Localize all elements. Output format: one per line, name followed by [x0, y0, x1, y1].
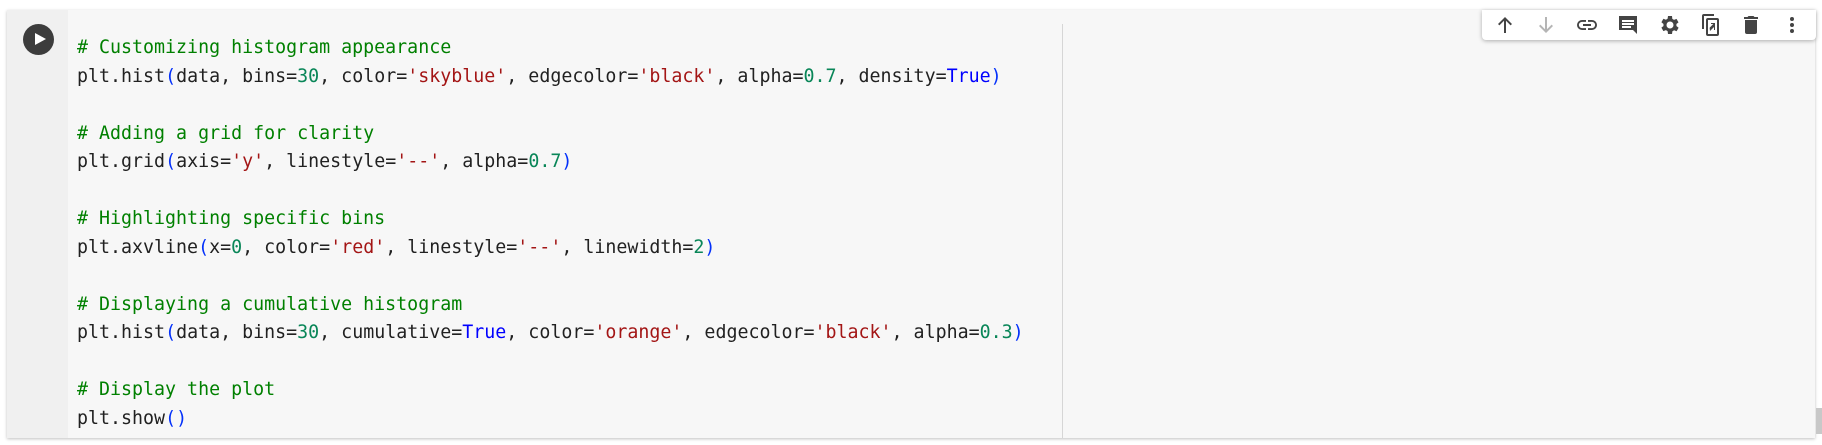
- code-line[interactable]: [77, 348, 1024, 377]
- code-token: , cumulative=: [319, 322, 463, 343]
- code-token: axis=: [176, 151, 232, 172]
- cell-toolbar: [1482, 10, 1816, 40]
- code-token: 'black': [814, 322, 892, 343]
- code-token: plt.hist: [77, 65, 166, 87]
- code-token: x=: [209, 236, 232, 258]
- code-line[interactable]: # Adding a grid for clarity: [77, 120, 1024, 149]
- code-token: 30: [297, 322, 320, 343]
- code-token: '--': [396, 151, 441, 172]
- code-token: (: [165, 151, 177, 172]
- code-token: , color=: [242, 236, 331, 258]
- mirror-cell-icon[interactable]: [1695, 10, 1725, 40]
- code-token: 0: [231, 236, 243, 258]
- code-line[interactable]: [77, 177, 1024, 206]
- code-line[interactable]: # Highlighting specific bins: [77, 205, 1024, 234]
- code-token: ): [561, 151, 573, 172]
- code-token: plt.axvline: [77, 236, 199, 258]
- code-token: data, bins=: [176, 322, 298, 343]
- code-token: 'black': [638, 65, 716, 87]
- code-line[interactable]: plt.hist(data, bins=30, color='skyblue',…: [77, 63, 1024, 92]
- code-token: (): [165, 407, 188, 429]
- code-token: 0.7: [803, 65, 837, 87]
- more-options-icon[interactable]: [1777, 10, 1807, 40]
- code-token: # Adding a grid for clarity: [77, 122, 375, 144]
- code-token: , edgecolor=: [506, 65, 639, 87]
- code-line[interactable]: [77, 91, 1024, 120]
- move-down-icon[interactable]: [1531, 10, 1561, 40]
- code-token: 2: [693, 236, 705, 258]
- code-token: , linestyle=: [385, 236, 518, 258]
- code-line[interactable]: # Display the plot: [77, 376, 1024, 405]
- code-token: , color=: [319, 65, 408, 87]
- delete-icon[interactable]: [1736, 10, 1766, 40]
- code-token: plt.grid: [77, 151, 166, 172]
- code-token: , color=: [506, 322, 595, 343]
- settings-icon[interactable]: [1654, 10, 1684, 40]
- code-token: True: [462, 322, 507, 343]
- code-line[interactable]: plt.axvline(x=0, color='red', linestyle=…: [77, 234, 1024, 263]
- code-token: # Displaying a cumulative histogram: [77, 293, 463, 315]
- code-token: 0.3: [979, 322, 1013, 343]
- code-token: , density=: [836, 65, 947, 87]
- code-token: # Customizing histogram appearance: [77, 37, 452, 58]
- code-token: 0.7: [528, 151, 562, 172]
- code-editor[interactable]: [68, 10, 1815, 438]
- code-token: , linewidth=: [561, 236, 694, 258]
- move-up-icon[interactable]: [1490, 10, 1520, 40]
- code-line[interactable]: plt.grid(axis='y', linestyle='--', alpha…: [77, 148, 1024, 177]
- cell-gutter: [7, 10, 68, 438]
- code-token: # Display the plot: [77, 379, 276, 400]
- code-token: ): [704, 236, 716, 258]
- code-token: True: [946, 65, 991, 87]
- code-line[interactable]: [77, 262, 1024, 291]
- code-token: (: [198, 236, 210, 258]
- code-token: plt.hist: [77, 322, 166, 343]
- code-token: , alpha=: [715, 65, 804, 87]
- code-line[interactable]: plt.show(): [77, 405, 1024, 434]
- code-token: (: [165, 65, 177, 87]
- code-token: ): [990, 65, 1002, 87]
- code-token: , alpha=: [440, 151, 529, 172]
- code-token: 'y': [231, 151, 265, 172]
- code-cell[interactable]: # Customizing histogram appearance plt.hi…: [7, 10, 1816, 438]
- code-token: , edgecolor=: [682, 322, 815, 343]
- code-token: 'orange': [594, 322, 683, 343]
- code-token: , alpha=: [891, 322, 980, 343]
- code-text[interactable]: # Customizing histogram appearance plt.hi…: [77, 34, 1024, 433]
- code-token: ): [1012, 322, 1024, 343]
- code-line[interactable]: # Customizing histogram appearance: [77, 34, 1024, 63]
- run-cell-button[interactable]: [23, 24, 54, 55]
- code-token: 'red': [330, 236, 386, 258]
- line-length-ruler: [1062, 24, 1063, 438]
- code-token: 'skyblue': [407, 65, 507, 87]
- link-icon[interactable]: [1572, 10, 1602, 40]
- code-token: data, bins=: [176, 65, 298, 87]
- code-token: (: [165, 322, 177, 343]
- comment-icon[interactable]: [1613, 10, 1643, 40]
- code-line[interactable]: plt.hist(data, bins=30, cumulative=True,…: [77, 319, 1024, 348]
- code-token: '--': [517, 236, 562, 258]
- scrollbar[interactable]: [1816, 408, 1822, 434]
- code-line[interactable]: # Displaying a cumulative histogram: [77, 291, 1024, 320]
- code-token: 30: [297, 65, 320, 87]
- code-token: # Highlighting specific bins: [77, 208, 386, 229]
- code-token: plt.show: [77, 407, 166, 429]
- code-token: , linestyle=: [264, 151, 397, 172]
